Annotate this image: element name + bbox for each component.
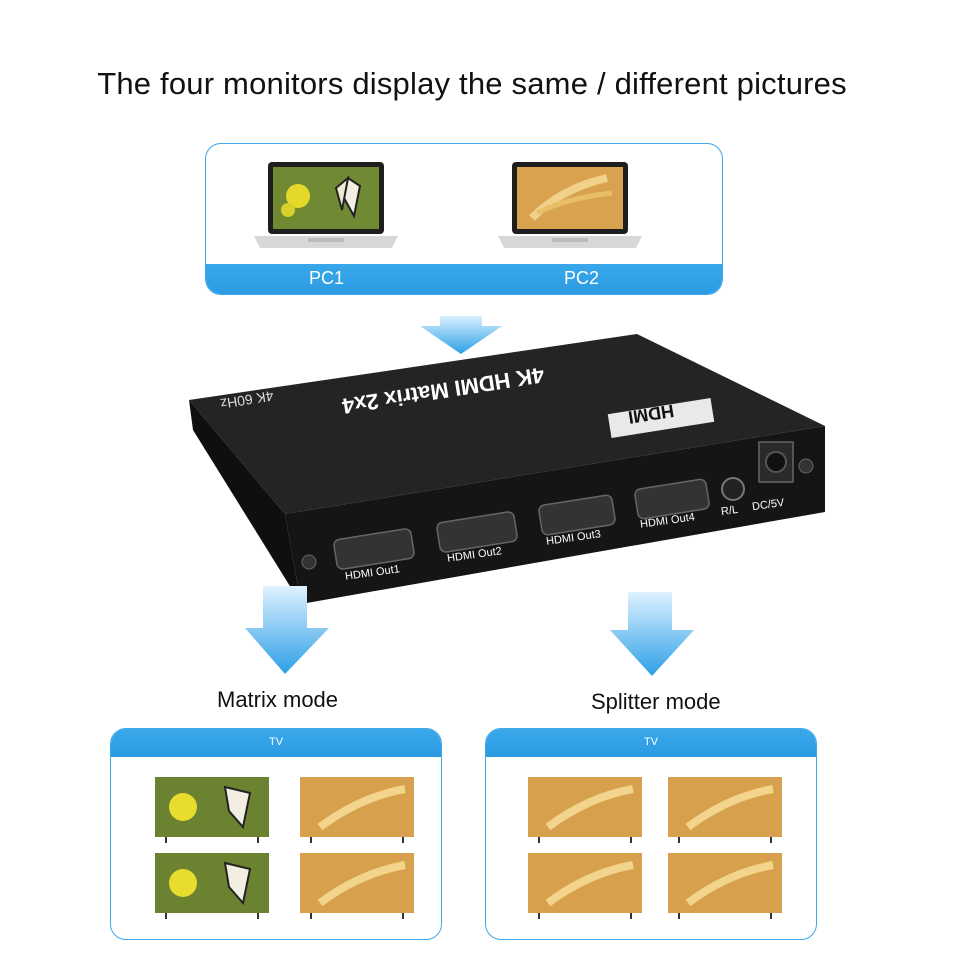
splitter-down-arrow-icon (610, 592, 694, 676)
tv-image (300, 777, 414, 843)
tv-image (528, 853, 642, 919)
source-label-band: PC1 PC2 (206, 264, 722, 294)
splitter-tv-panel: TV (485, 728, 817, 940)
pc1-label: PC1 (309, 268, 345, 288)
splitter-mode-label: Splitter mode (591, 689, 721, 714)
tv-image (668, 853, 782, 919)
tv-image (155, 777, 269, 843)
matrix-tv-panel: TV (110, 728, 442, 940)
matrix-mode-label: Matrix mode (217, 687, 339, 712)
tv-image (668, 777, 782, 843)
laptop-pc2-image (498, 162, 642, 248)
pc2-label: PC2 (564, 268, 600, 288)
matrix-panel-title: TV (111, 729, 441, 757)
tv-image (155, 853, 269, 919)
source-panel: PC1 PC2 (205, 143, 723, 295)
headline: The four monitors display the same / dif… (97, 66, 847, 101)
matrix-device-image (189, 334, 825, 604)
tv-image (528, 777, 642, 843)
matrix-down-arrow-icon (245, 586, 329, 674)
laptop-pc1-image (254, 162, 398, 248)
tv-image (300, 853, 414, 919)
port-rl-label: R/L (720, 503, 739, 519)
down-arrow-icon (420, 316, 502, 354)
splitter-panel-title: TV (486, 729, 816, 757)
